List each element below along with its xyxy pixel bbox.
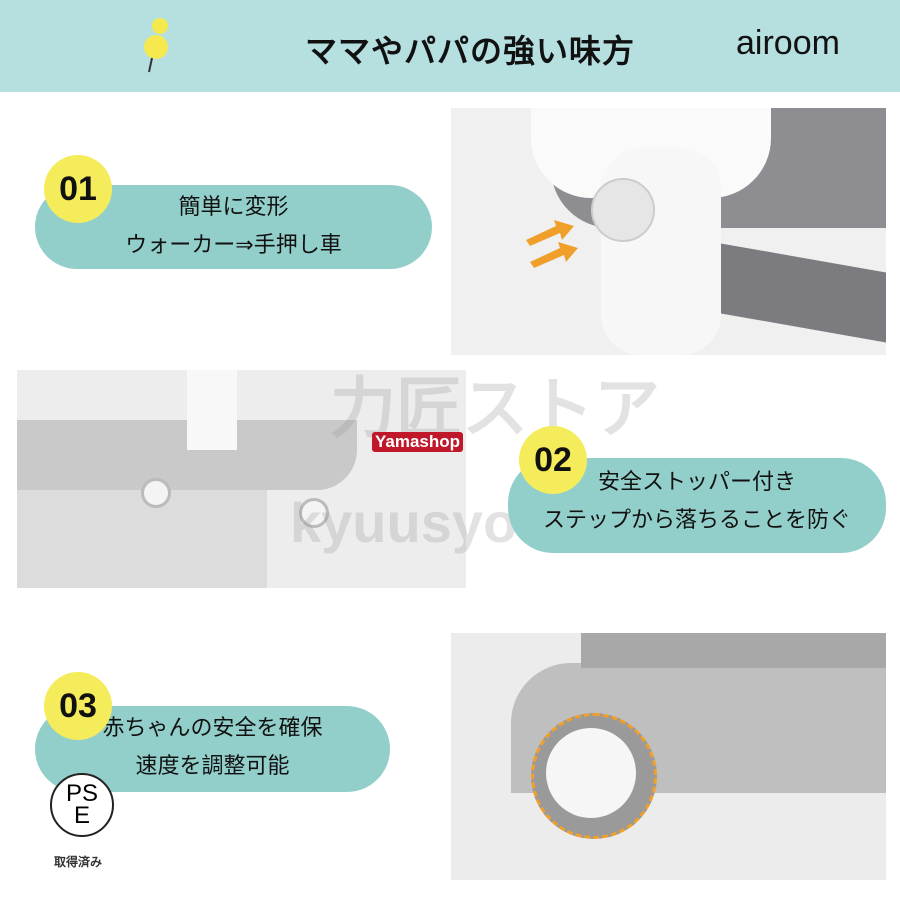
- feature-number: 02: [519, 426, 587, 494]
- pushpin-icon: [144, 18, 168, 73]
- feature-text: 速度を調整可能: [135, 754, 290, 779]
- feature-text: ステップから落ちることを防ぐ: [542, 508, 851, 533]
- pse-mark: PSE: [50, 773, 114, 837]
- product-photo-wheel: [451, 633, 886, 880]
- feature-number: 01: [44, 155, 112, 223]
- shop-label: Yamashop: [372, 432, 464, 452]
- feature-text: ウォーカー⇒手押し車: [125, 233, 342, 258]
- product-photo-transform: [451, 108, 886, 355]
- arrow-icon: [526, 220, 578, 268]
- pse-letters: PSE: [65, 780, 98, 829]
- feature-text: 簡単に変形: [178, 195, 289, 220]
- certification-label: 取得済み: [54, 855, 103, 869]
- product-photo-stopper: [17, 370, 466, 588]
- brand-name: airoom: [736, 24, 840, 62]
- feature-text: 赤ちゃんの安全を確保: [102, 716, 323, 741]
- feature-number: 03: [44, 672, 112, 740]
- feature-text: 安全ストッパー付き: [597, 470, 796, 495]
- page-title: ママやパパの強い味方: [305, 32, 636, 70]
